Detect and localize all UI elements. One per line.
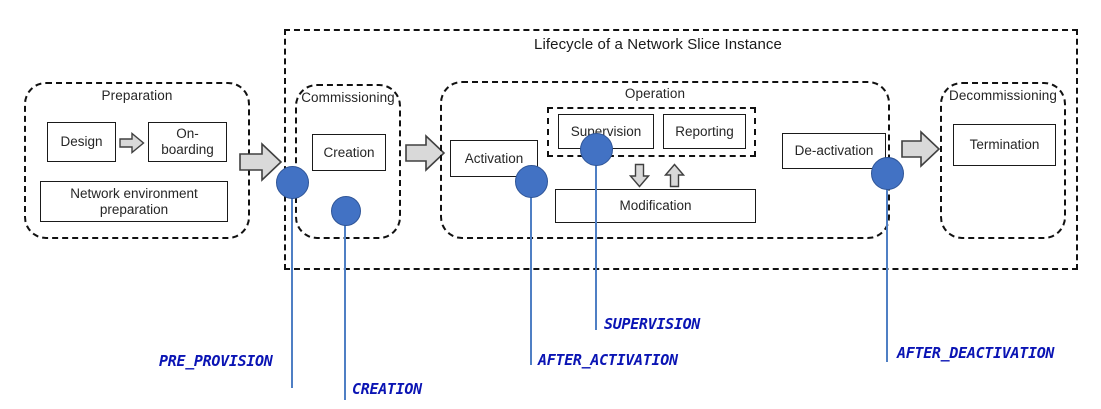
phase-operation-label: Operation [624,86,686,101]
hook-label-supervision: SUPERVISION [604,315,701,333]
box-termination: Termination [953,124,1056,166]
box-design: Design [47,122,116,162]
box-de-activation: De-activation [782,133,886,169]
hook-label-pre-provision: PRE_PROVISION [159,352,273,370]
connector-pre-provision [291,180,293,388]
arrow-operation-to-decommissioning [900,130,941,168]
box-modification: Modification [555,189,756,223]
connector-creation [344,210,346,400]
arrow-down-to-modification [628,163,651,188]
hook-marker-creation[interactable] [331,196,361,226]
arrow-up-from-modification [663,163,686,188]
hook-marker-after-activation[interactable] [515,165,548,198]
operation-monitoring-group [547,107,756,157]
box-creation: Creation [312,134,386,171]
phase-commissioning [295,84,401,239]
hook-marker-pre-provision[interactable] [276,166,309,199]
box-network-environment-preparation: Network environment preparation [40,181,228,222]
phase-preparation-label: Preparation [101,88,173,103]
arrow-commissioning-to-operation [404,134,446,172]
lifecycle-title: Lifecycle of a Network Slice Instance [534,36,782,53]
hook-marker-after-deactivation[interactable] [871,157,904,190]
hook-marker-supervision[interactable] [580,133,613,166]
box-reporting: Reporting [663,114,746,149]
arrow-preparation-to-commissioning [238,142,283,182]
lifecycle-outer-container [284,29,1078,270]
hook-label-after-deactivation: AFTER_DEACTIVATION [897,344,1055,362]
connector-supervision [595,148,597,330]
phase-commissioning-label: Commissioning [301,90,395,105]
connector-after-deactivation [886,172,888,362]
arrow-design-to-onboarding [119,132,145,154]
hook-label-after-activation: AFTER_ACTIVATION [538,351,678,369]
connector-after-activation [530,180,532,365]
phase-decommissioning [940,82,1066,239]
hook-label-creation: CREATION [352,380,422,398]
box-supervision: Supervision [558,114,654,149]
phase-decommissioning-label: Decommissioning [948,88,1058,103]
box-onboarding: On-boarding [148,122,227,162]
